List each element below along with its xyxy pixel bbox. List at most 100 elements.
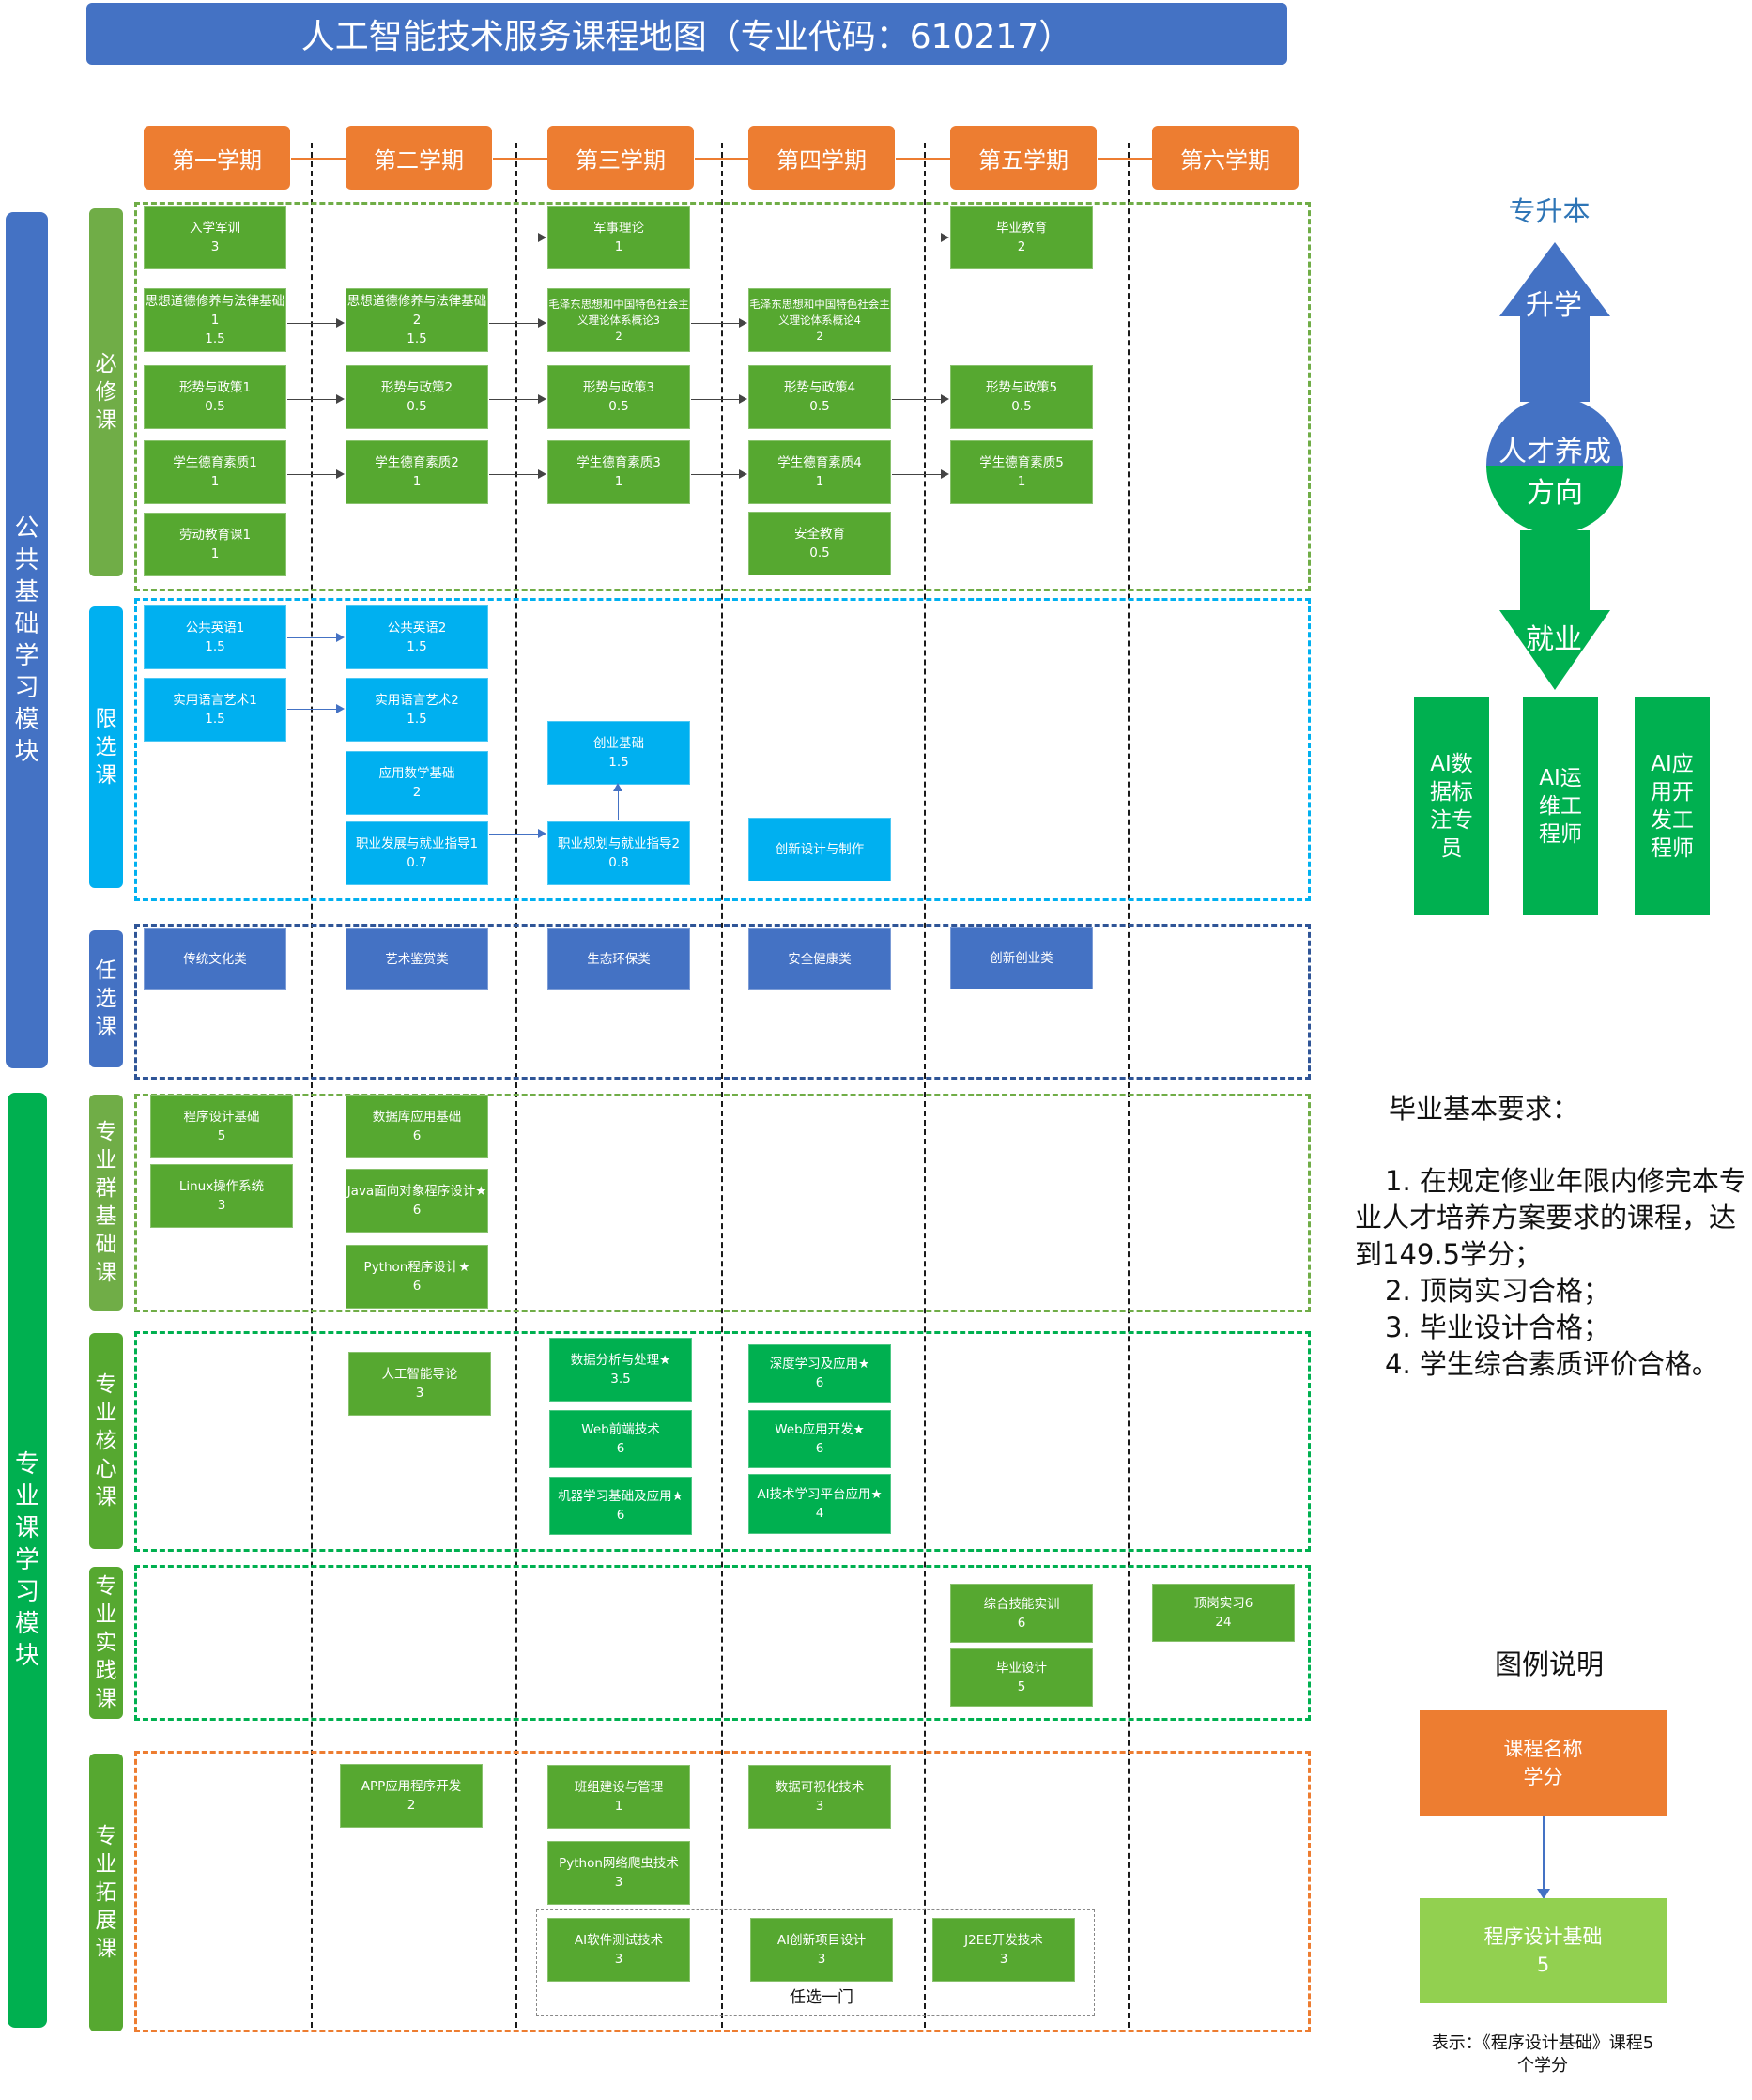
- legend-arrow: [1543, 1816, 1545, 1891]
- arrow: [691, 469, 747, 479]
- requirement-item: 1. 在规定修业年限内修完本专业人才培养方案要求的课程，达到149.5学分；: [1355, 1165, 1746, 1270]
- module-professional: 专业课学习模块: [8, 1093, 47, 2028]
- semester-2: 第二学期: [346, 126, 492, 190]
- requirement-item: 2. 顶岗实习合格；: [1385, 1275, 1610, 1307]
- requirement-item: 4. 学生综合素质评价合格。: [1385, 1348, 1719, 1380]
- module-public: 公共基础学习模块: [6, 212, 48, 1068]
- column-divider: [311, 143, 313, 2028]
- label-center-2: 方向: [1527, 477, 1583, 510]
- arrow: [691, 318, 747, 328]
- legend-note: 表示：《程序设计基础》课程5个学分: [1431, 2033, 1654, 2076]
- requirement-item: 3. 毕业设计合格；: [1385, 1311, 1610, 1343]
- label-upgrade: 专升本: [1508, 195, 1591, 227]
- arrow: [489, 318, 546, 328]
- course-web-app-dev[interactable]: Web应用开发★6: [748, 1410, 891, 1468]
- course-innovation-entrepreneurship[interactable]: 创新创业类: [950, 927, 1093, 989]
- course-python[interactable]: Python程序设计★6: [346, 1245, 488, 1309]
- course-machine-learning[interactable]: 机器学习基础及应用★6: [549, 1477, 692, 1535]
- column-divider: [924, 143, 926, 2028]
- category-group-basic: 专业群基础课: [89, 1095, 123, 1311]
- zone-extension: [134, 1751, 1311, 2032]
- category-core: 专业核心课: [89, 1333, 123, 1549]
- zone-core: [134, 1331, 1311, 1552]
- page-title: 人工智能技术服务课程地图（专业代码：610217）: [86, 3, 1287, 65]
- arrow: [691, 394, 747, 404]
- semester-3: 第三学期: [547, 126, 694, 190]
- column-divider: [721, 143, 723, 2028]
- zone-required: [134, 202, 1311, 591]
- course-art-appreciation[interactable]: 艺术鉴赏类: [346, 928, 488, 990]
- career-app-engineer: AI应用开发工程师: [1635, 697, 1710, 915]
- semester-arrow: [1098, 158, 1152, 160]
- arrow-up-head: [613, 783, 622, 791]
- semester-5: 第五学期: [950, 126, 1097, 190]
- semester-arrow: [896, 158, 950, 160]
- arrow: [287, 318, 345, 328]
- arrow: [489, 469, 546, 479]
- semester-1: 第一学期: [144, 126, 290, 190]
- course-safety-health[interactable]: 安全健康类: [748, 928, 891, 990]
- column-divider: [515, 143, 517, 2028]
- course-deep-learning[interactable]: 深度学习及应用★6: [748, 1344, 891, 1403]
- legend-sample-box: 课程名称 学分: [1420, 1710, 1667, 1816]
- up-arrow: [1499, 242, 1610, 402]
- arrow: [489, 394, 546, 404]
- semester-4: 第四学期: [748, 126, 895, 190]
- course-innovation-design[interactable]: 创新设计与制作: [748, 818, 891, 881]
- arrow: [287, 704, 345, 713]
- course-traditional-culture[interactable]: 传统文化类: [144, 928, 286, 990]
- elective-group: [536, 1909, 1095, 2016]
- label-center-1: 人才养成: [1498, 436, 1611, 468]
- course-ai-platform[interactable]: AI技术学习平台应用★4: [748, 1474, 891, 1534]
- course-ecology[interactable]: 生态环保类: [547, 928, 690, 990]
- semester-arrow: [291, 158, 346, 160]
- course-data-analysis[interactable]: 数据分析与处理★3.5: [549, 1338, 692, 1402]
- category-limited: 限选课: [89, 606, 123, 888]
- category-optional: 任选课: [89, 930, 123, 1067]
- arrow: [892, 394, 949, 404]
- course-java[interactable]: Java面向对象程序设计★6: [346, 1169, 488, 1233]
